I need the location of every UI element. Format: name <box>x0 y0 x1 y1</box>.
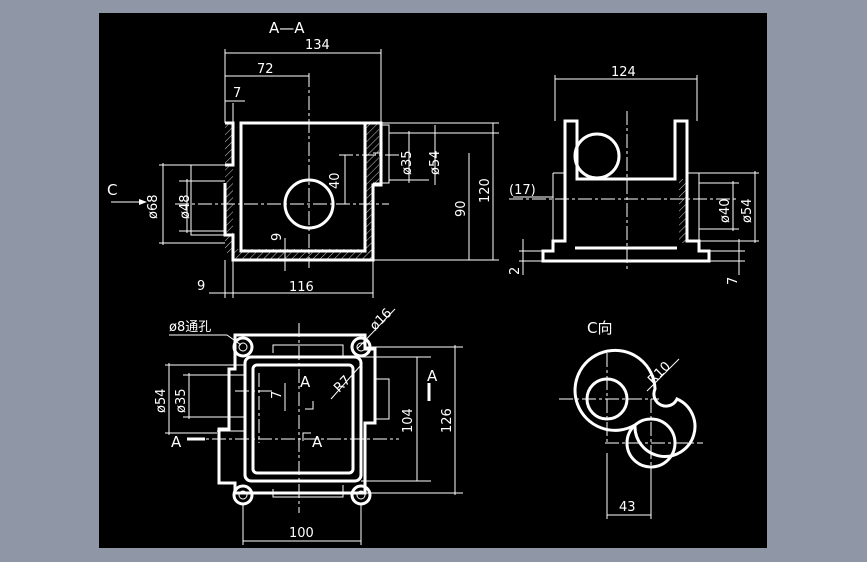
view-c-title: C向 <box>587 319 612 337</box>
dim-side-7: 7 <box>726 277 741 285</box>
dim-116: 116 <box>289 280 314 295</box>
section-mark-a-right: A <box>427 367 438 385</box>
section-hatch <box>225 123 379 260</box>
dim-124: 124 <box>611 65 636 80</box>
dim-100: 100 <box>289 526 314 541</box>
dim-d16: ø16 <box>367 306 395 334</box>
section-view-a-a: A—A C 134 72 7 <box>107 19 499 298</box>
c-view-outline <box>573 348 697 458</box>
dim-plan-d35: ø35 <box>174 389 189 414</box>
side-view: 124 (17) ø40 ø54 2 7 <box>508 65 759 285</box>
dim-d35: ø35 <box>400 151 415 176</box>
dim-104: 104 <box>401 408 416 433</box>
drawing-canvas: A—A C 134 72 7 <box>107 19 759 545</box>
plan-view: A A A A ø8通孔 ø16 R7 7 ø54 ø35 104 1 <box>154 306 463 545</box>
section-outline <box>223 121 383 262</box>
dim-90: 90 <box>454 200 469 217</box>
dim-side-d40: ø40 <box>718 199 733 224</box>
dim-plan-7: 7 <box>270 391 285 399</box>
dim-120: 120 <box>478 178 493 203</box>
dim-r10: R10 <box>645 359 674 388</box>
view-c: C向 R10 43 <box>559 319 703 519</box>
plan-inner-wall <box>243 355 363 483</box>
dim-plan-d54: ø54 <box>154 389 169 414</box>
plan-inner-cavity <box>251 363 355 475</box>
side-bore-circle <box>573 132 621 180</box>
view-c-label: C <box>107 181 117 199</box>
dim-7-top: 7 <box>233 86 241 101</box>
dim-side-d54: ø54 <box>740 199 755 224</box>
dim-72: 72 <box>257 62 274 77</box>
section-mark-a-left: A <box>171 433 182 451</box>
dim-9-bottom: 9 <box>197 279 205 294</box>
section-mark-a-bottom: A <box>312 433 323 451</box>
dim-9-inner: 9 <box>270 233 285 241</box>
dim-2: 2 <box>508 267 523 275</box>
dim-17: (17) <box>509 183 536 198</box>
section-title: A—A <box>269 19 305 37</box>
cad-viewport[interactable]: A—A C 134 72 7 <box>99 13 767 548</box>
dim-134: 134 <box>305 38 330 53</box>
dim-43: 43 <box>619 500 636 515</box>
dim-d68: ø68 <box>146 195 161 220</box>
section-mark-a-top: A <box>300 373 311 391</box>
note-hole: ø8通孔 <box>169 320 211 335</box>
dim-126: 126 <box>440 408 455 433</box>
dim-40: 40 <box>328 172 343 189</box>
dim-d54: ø54 <box>428 151 443 176</box>
dim-d48: ø48 <box>178 195 193 220</box>
